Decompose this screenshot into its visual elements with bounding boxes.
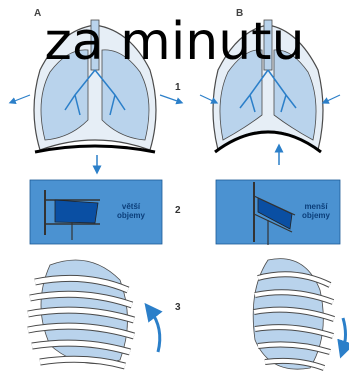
- overlay-caption: za minutu: [0, 12, 349, 72]
- arrow-out-right: [160, 95, 180, 102]
- volume-label-left-line2: objemy: [108, 211, 154, 220]
- rib-cage-right: [253, 259, 345, 370]
- row-number-2: 2: [175, 205, 181, 216]
- arrow-out-left: [12, 95, 30, 102]
- volume-label-right: menší objemy: [296, 202, 336, 220]
- volume-label-left: větší objemy: [108, 202, 154, 220]
- diaphragm-left: [35, 146, 155, 152]
- arrow-in-right: [325, 95, 340, 102]
- volume-label-right-line2: objemy: [296, 211, 336, 220]
- row-number-3: 3: [175, 302, 181, 313]
- rotation-arrow-left: [150, 310, 160, 352]
- volume-label-right-line1: menší: [296, 202, 336, 211]
- rib-cage-left: [28, 260, 160, 366]
- arrow-in-left: [200, 95, 215, 102]
- volume-label-left-line1: větší: [108, 202, 154, 211]
- row-number-1: 1: [175, 82, 181, 93]
- rotation-arrow-right: [343, 318, 346, 350]
- bellows-open-left: [55, 200, 98, 223]
